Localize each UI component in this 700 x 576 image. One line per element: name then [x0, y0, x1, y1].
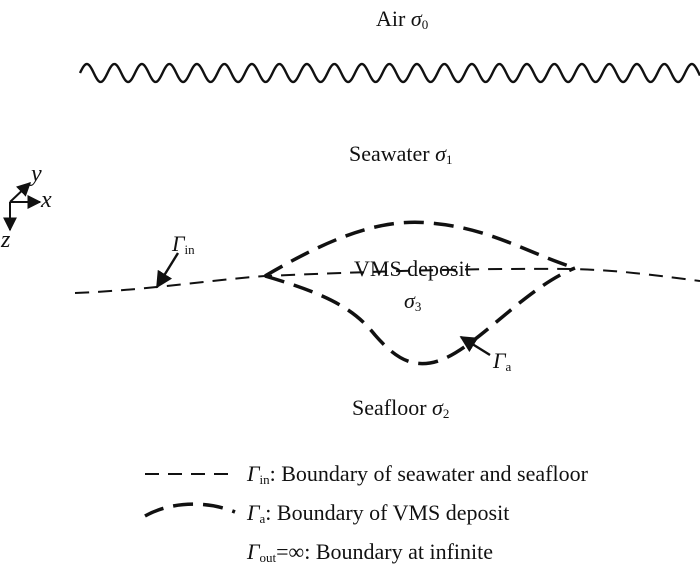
legend-gamma-in-symbol: Γ [247, 461, 260, 486]
gamma-in-symbol: Γ [172, 231, 185, 256]
legend-gamma-in-text: : Boundary of seawater and seafloor [269, 461, 588, 486]
seawater-name: Seawater [349, 141, 430, 166]
y-axis-label: y [31, 161, 42, 187]
legend-gamma-in-subscript: in [259, 472, 270, 487]
gamma-a-lower-boundary [264, 266, 576, 366]
seawater-sigma: σ [435, 141, 446, 166]
air-name: Air [376, 6, 406, 31]
seafloor-name: Seafloor [352, 395, 427, 420]
gamma-a-subscript: a [505, 359, 512, 374]
legend-gamma-a-subscript: a [259, 511, 266, 526]
z-axis-label: z [1, 227, 11, 253]
y-axis-arrow [9, 182, 32, 203]
gamma-a-symbol: Γ [493, 348, 506, 373]
legend-gamma-out-text: =∞: Boundary at infinite [276, 539, 494, 564]
seawater-sigma-subscript: 1 [445, 152, 453, 167]
gamma-in-callout-arrow [155, 252, 180, 289]
gamma-in-callout-label: Γin [172, 231, 195, 257]
air-sigma: σ [410, 6, 422, 31]
legend-gamma-out-symbol: Γ [247, 539, 260, 564]
deposit-name-label: VMS deposit [354, 256, 471, 281]
seafloor-label: Seafloor σ2 [352, 395, 450, 421]
legend-gamma-a-symbol: Γ [247, 500, 260, 525]
legend-gamma-out-subscript: out [259, 550, 277, 565]
deposit-sigma-subscript: 3 [414, 299, 422, 314]
gamma-a-upper-boundary [264, 220, 576, 278]
legend-item-gamma-in: Γin: Boundary of seawater and seafloor [247, 461, 588, 487]
gamma-in-subscript: in [184, 242, 195, 257]
legend-gamma-a-text: : Boundary of VMS deposit [265, 500, 510, 525]
legend-item-gamma-a: Γa: Boundary of VMS deposit [247, 500, 510, 526]
seafloor-sigma-subscript: 2 [442, 406, 450, 421]
legend-sample-thick-dashed [144, 502, 236, 518]
sea-surface-wave [78, 62, 700, 84]
deposit-sigma: σ [404, 288, 415, 313]
x-axis-label: x [41, 187, 52, 213]
gamma-a-callout-arrow [459, 335, 491, 357]
gamma-a-callout-label: Γa [493, 348, 512, 374]
air-label: Air σ0 [376, 6, 429, 32]
deposit-sigma-label: σ3 [404, 288, 422, 314]
seawater-label: Seawater σ1 [349, 141, 453, 167]
legend-item-gamma-out: Γout=∞: Boundary at infinite [247, 539, 494, 565]
air-sigma-subscript: 0 [421, 17, 429, 32]
seafloor-sigma: σ [432, 395, 443, 420]
gamma-in-boundary [74, 267, 700, 294]
